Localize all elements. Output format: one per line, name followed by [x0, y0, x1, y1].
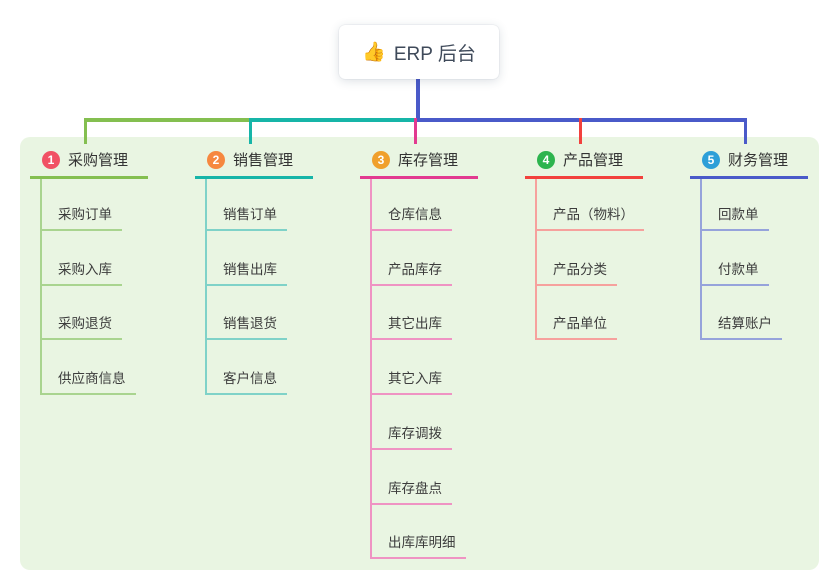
branch-4-rail — [535, 179, 537, 340]
branch-3-item-7-underline — [370, 557, 466, 559]
branch-1-item-4-label[interactable]: 供应商信息 — [58, 371, 126, 386]
branch-3-badge: 3 — [372, 151, 390, 169]
branch-1-item-2-label[interactable]: 采购入库 — [58, 262, 112, 277]
branch-3-item-4-label[interactable]: 其它入库 — [388, 371, 442, 386]
connector-drop-branch-3 — [413, 118, 417, 144]
branch-3-rail — [370, 179, 372, 559]
branch-2-item-4-underline — [205, 393, 287, 395]
branch-3-item-3-underline — [370, 338, 452, 340]
branch-2-rail — [205, 179, 207, 395]
branch-4-item-1-underline — [535, 229, 644, 231]
branch-2-item-4-label[interactable]: 客户信息 — [223, 371, 277, 386]
branch-3-item-6-underline — [370, 503, 452, 505]
branch-1-title[interactable]: 采购管理 — [68, 152, 129, 169]
branch-1-item-3-underline — [40, 338, 122, 340]
branch-4-item-3-underline — [535, 338, 617, 340]
branch-4-title[interactable]: 产品管理 — [563, 152, 624, 169]
branch-3-underline — [360, 176, 478, 179]
branch-3-item-5-underline — [370, 448, 452, 450]
thumbs-up-icon: 👍 — [362, 42, 386, 63]
branch-5-item-2-label[interactable]: 付款单 — [718, 262, 759, 277]
branch-4-item-2-label[interactable]: 产品分类 — [553, 262, 607, 277]
branch-2-item-1-underline — [205, 229, 287, 231]
branch-5-rail — [700, 179, 702, 340]
branch-5-item-3-underline — [700, 338, 782, 340]
branch-5-item-1-underline — [700, 229, 769, 231]
branch-1-underline — [30, 176, 148, 179]
branch-4-badge: 4 — [537, 151, 555, 169]
branch-3-item-6-label[interactable]: 库存盘点 — [388, 481, 442, 496]
branch-1-item-3-label[interactable]: 采购退货 — [58, 316, 112, 331]
connector-drop-branch-5 — [743, 118, 747, 144]
connector-root-vertical — [416, 79, 420, 122]
connector-drop-branch-2 — [248, 118, 252, 144]
branch-3-item-5-label[interactable]: 库存调拨 — [388, 426, 442, 441]
branch-1-item-1-label[interactable]: 采购订单 — [58, 207, 112, 222]
branch-5-title[interactable]: 财务管理 — [728, 152, 789, 169]
branch-1-rail — [40, 179, 42, 395]
branch-2-item-2-underline — [205, 284, 287, 286]
branch-3-item-2-underline — [370, 284, 452, 286]
branch-1-item-1-underline — [40, 229, 122, 231]
branch-4-item-3-label[interactable]: 产品单位 — [553, 316, 607, 331]
root-node-label: ERP 后台 — [393, 43, 476, 65]
branch-2-item-2-label[interactable]: 销售出库 — [223, 262, 277, 277]
branch-2-item-3-label[interactable]: 销售退货 — [223, 316, 277, 331]
branch-4-item-2-underline — [535, 284, 617, 286]
branch-2-item-1-label[interactable]: 销售订单 — [223, 207, 277, 222]
branch-2-badge: 2 — [207, 151, 225, 169]
branch-4-underline — [525, 176, 643, 179]
branch-4-item-1-label[interactable]: 产品（物料） — [553, 207, 634, 222]
branch-3-item-2-label[interactable]: 产品库存 — [388, 262, 442, 277]
branches-panel — [20, 137, 819, 570]
branch-5-item-2-underline — [700, 284, 769, 286]
branch-1-item-2-underline — [40, 284, 122, 286]
branch-3-title[interactable]: 库存管理 — [398, 152, 459, 169]
branch-5-item-3-label[interactable]: 结算账户 — [718, 316, 772, 331]
branch-3-item-1-underline — [370, 229, 452, 231]
branch-5-badge: 5 — [702, 151, 720, 169]
branch-1-badge: 1 — [42, 151, 60, 169]
branch-5-item-1-label[interactable]: 回款单 — [718, 207, 759, 222]
branch-3-item-4-underline — [370, 393, 452, 395]
branch-5-underline — [690, 176, 808, 179]
connector-drop-branch-1 — [83, 118, 87, 144]
connector-drop-branch-4 — [578, 118, 582, 144]
branch-2-title[interactable]: 销售管理 — [233, 152, 294, 169]
branch-3-item-7-label[interactable]: 出库库明细 — [388, 535, 456, 550]
connector-trunk-green — [83, 118, 252, 122]
connector-trunk-teal — [248, 118, 417, 122]
branch-3-item-3-label[interactable]: 其它出库 — [388, 316, 442, 331]
root-node[interactable]: 👍 ERP 后台 — [339, 25, 499, 79]
branch-2-underline — [195, 176, 313, 179]
branch-3-item-1-label[interactable]: 仓库信息 — [388, 207, 442, 222]
branch-1-item-4-underline — [40, 393, 136, 395]
branch-2-item-3-underline — [205, 338, 287, 340]
